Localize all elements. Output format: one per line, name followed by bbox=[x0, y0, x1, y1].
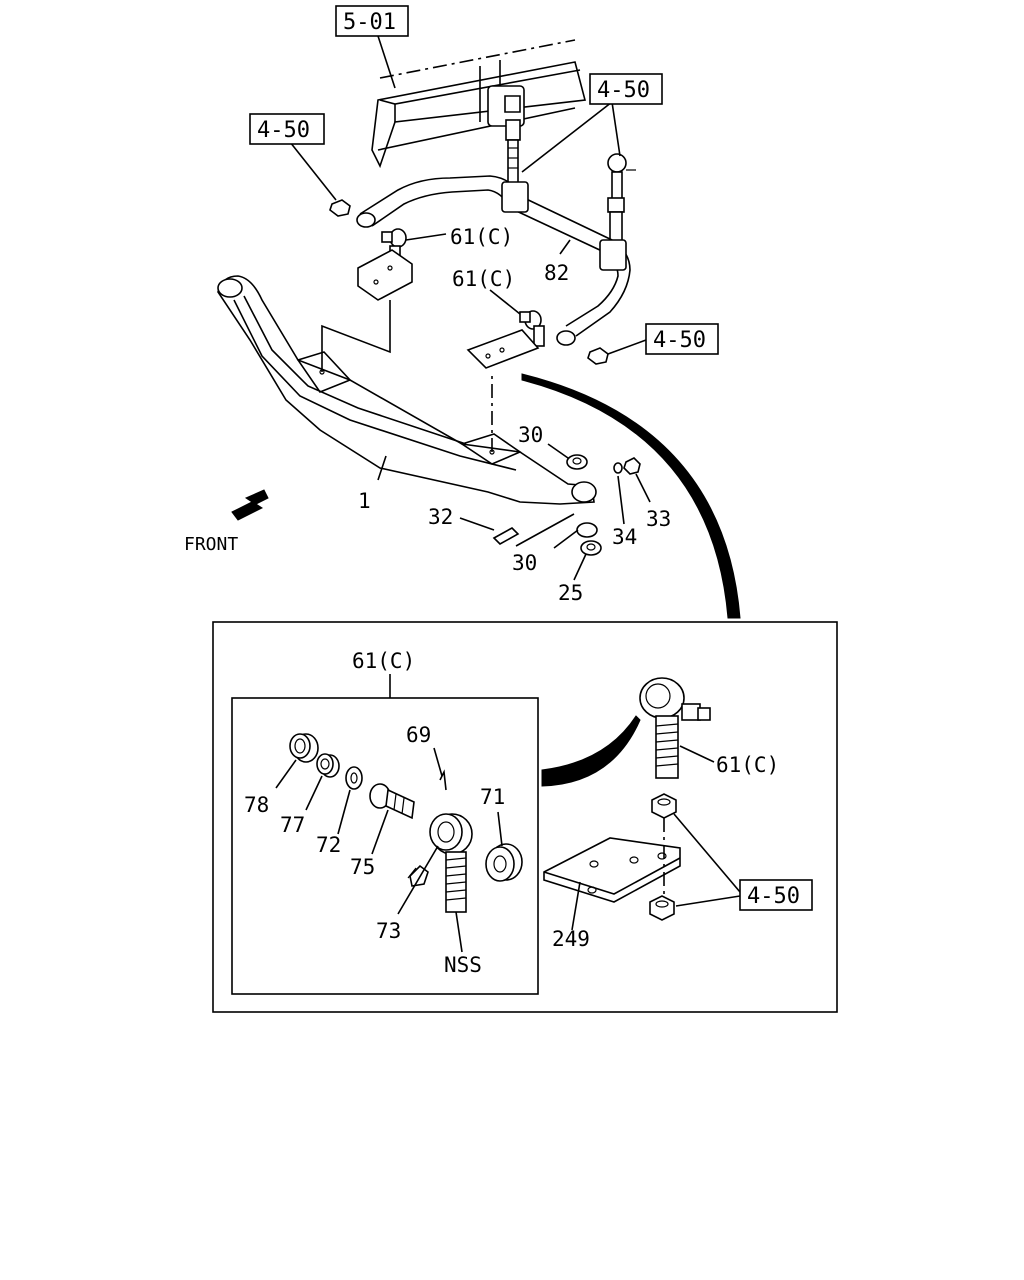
tie-rod-end-a bbox=[357, 228, 413, 301]
stabilizer-bar bbox=[356, 175, 631, 346]
part-nss-rod-end bbox=[429, 813, 473, 913]
ref-box-4-50-detail[interactable]: 4-50 bbox=[739, 879, 813, 911]
nut-upper-left bbox=[329, 199, 351, 217]
tie-rod-end-b bbox=[466, 310, 545, 369]
ref-4-50-left-text: 4-50 bbox=[257, 118, 310, 143]
label-249: 249 bbox=[552, 927, 590, 951]
part-75 bbox=[369, 783, 415, 820]
front-axle bbox=[217, 275, 597, 505]
link-rod-right bbox=[607, 153, 636, 243]
ref-4-50-right-text: 4-50 bbox=[653, 328, 706, 353]
detail-inner-arrow bbox=[541, 715, 641, 787]
detail-panel bbox=[212, 621, 838, 1013]
label-82: 82 bbox=[544, 261, 569, 285]
leaders-upper bbox=[289, 101, 651, 581]
label-75: 75 bbox=[350, 855, 375, 879]
part-77 bbox=[316, 753, 340, 778]
label-33: 33 bbox=[646, 507, 671, 531]
label-front: FRONT bbox=[184, 534, 238, 555]
ref-box-4-50-top-right[interactable]: 4-50 bbox=[589, 73, 663, 105]
label-77: 77 bbox=[280, 813, 305, 837]
label-1: 1 bbox=[358, 489, 371, 513]
part-72 bbox=[345, 766, 363, 790]
nut-detail-top bbox=[651, 793, 677, 819]
leader-61c-c bbox=[679, 745, 715, 763]
leaders-right-detail bbox=[571, 813, 741, 931]
label-25: 25 bbox=[558, 581, 583, 605]
nut-right bbox=[587, 347, 609, 365]
leader-5-01 bbox=[377, 35, 396, 89]
part-71 bbox=[485, 843, 523, 882]
front-arrow-icon bbox=[231, 489, 269, 521]
label-32: 32 bbox=[428, 505, 453, 529]
ref-4-50-detail-text: 4-50 bbox=[747, 884, 800, 909]
detail-title-61c: 61(C) bbox=[352, 649, 415, 673]
label-61c-a: 61(C) bbox=[450, 225, 513, 249]
detail-rod-end-61c bbox=[639, 677, 711, 779]
label-61c-c: 61(C) bbox=[716, 753, 779, 777]
frame-rail bbox=[371, 39, 587, 169]
label-30-top: 30 bbox=[518, 423, 543, 447]
ref-5-01-text: 5-01 bbox=[343, 10, 396, 35]
label-73: 73 bbox=[376, 919, 401, 943]
label-71: 71 bbox=[480, 785, 505, 809]
label-30-bottom: 30 bbox=[512, 551, 537, 575]
link-rod-left bbox=[505, 119, 521, 189]
kingpin-hardware bbox=[492, 454, 641, 556]
part-78 bbox=[289, 733, 319, 763]
detail-callout-arrow bbox=[521, 373, 741, 619]
label-61c-b: 61(C) bbox=[452, 267, 515, 291]
ref-box-4-50-left[interactable]: 4-50 bbox=[249, 113, 325, 145]
ref-box-5-01[interactable]: 5-01 bbox=[335, 5, 409, 37]
assembly-lines bbox=[321, 300, 493, 452]
ref-4-50-top-right-text: 4-50 bbox=[597, 78, 650, 103]
label-78: 78 bbox=[244, 793, 269, 817]
ref-box-4-50-right[interactable]: 4-50 bbox=[645, 323, 719, 355]
label-69: 69 bbox=[406, 723, 431, 747]
label-72: 72 bbox=[316, 833, 341, 857]
part-69-stud bbox=[439, 769, 447, 791]
label-34: 34 bbox=[612, 525, 637, 549]
detail-subpanel bbox=[231, 697, 539, 995]
leaders-detail bbox=[275, 747, 503, 953]
nut-detail-bottom bbox=[649, 895, 675, 921]
label-nss: NSS bbox=[444, 953, 482, 977]
plate-249 bbox=[543, 837, 681, 903]
